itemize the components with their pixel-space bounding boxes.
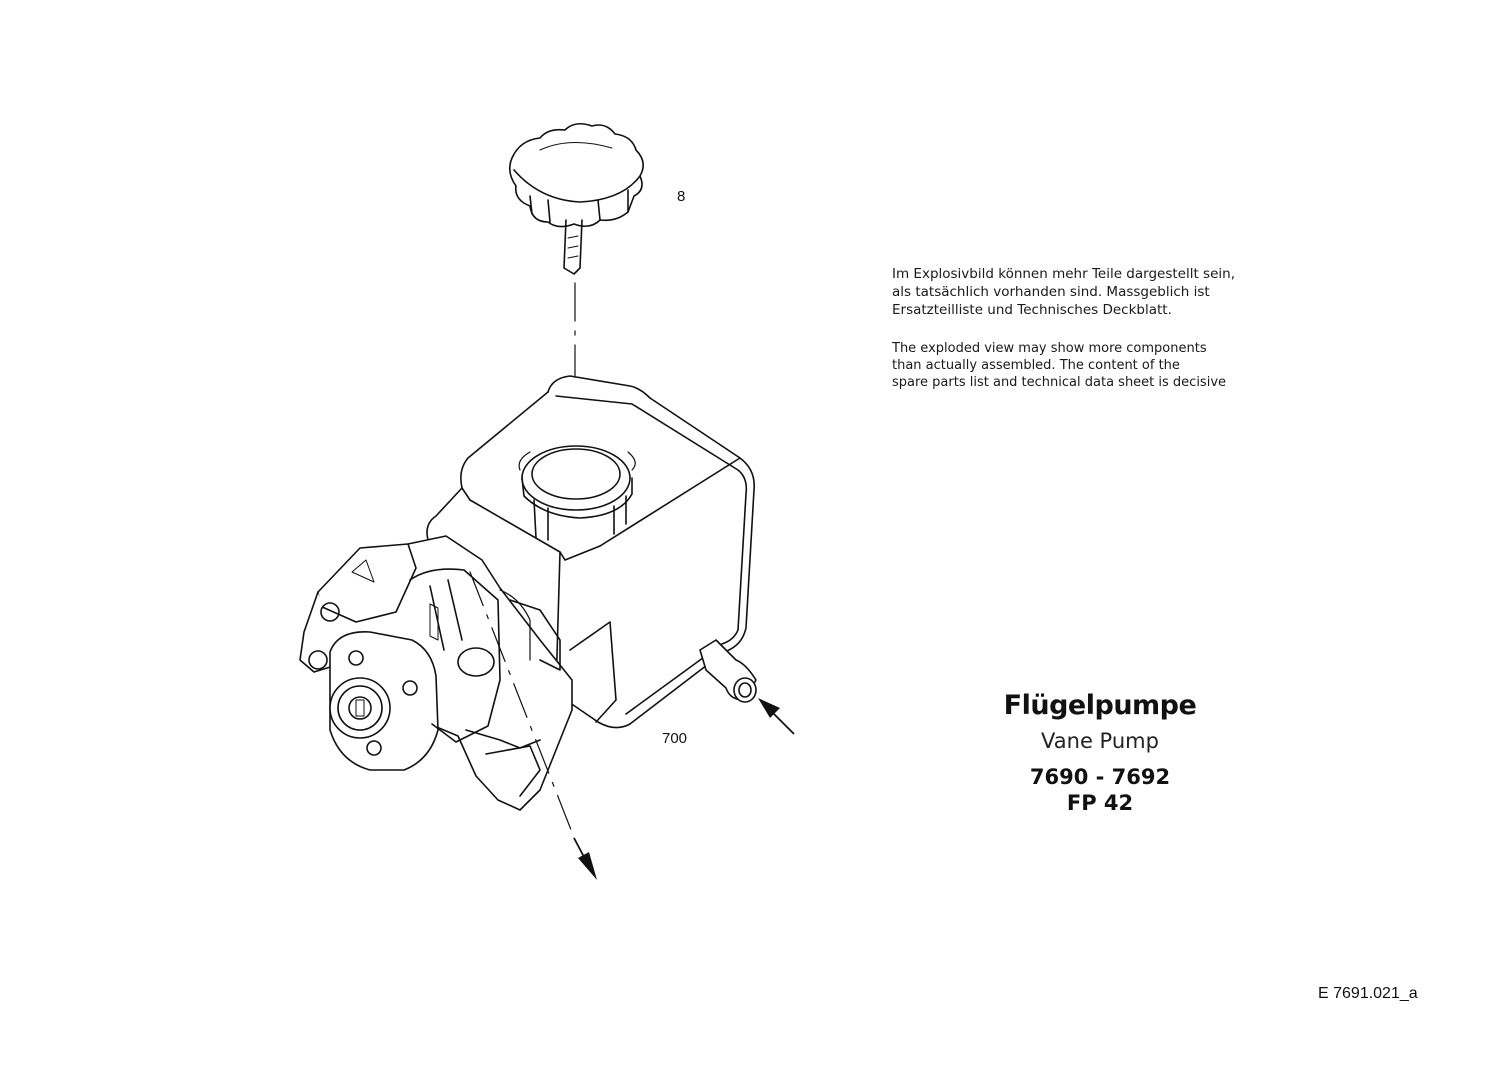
note-de-line: Im Explosivbild können mehr Teile darges… <box>892 266 1235 282</box>
callout-reservoir: 700 <box>662 730 688 747</box>
arrow-icon <box>758 698 795 735</box>
note-en-line: spare parts list and technical data shee… <box>892 375 1227 390</box>
note-de-line: als tatsächlich vorhanden sind. Massgebl… <box>892 284 1210 300</box>
reservoir-body <box>426 375 757 729</box>
note-german: Im Explosivbild können mehr Teile darges… <box>892 265 1312 319</box>
title-main: Flügelpumpe <box>1003 690 1197 721</box>
arrow-icon <box>573 837 597 880</box>
title-block: Flügelpumpe Vane Pump 7690 - 7692 FP 42 <box>960 690 1240 815</box>
callout-cap: 8 <box>677 188 686 205</box>
note-de-line: Ersatzteilliste und Technisches Deckblat… <box>892 302 1172 318</box>
document-reference: E 7691.021_a <box>1318 985 1418 1002</box>
model-designation: FP 42 <box>1066 791 1134 815</box>
note-english: The exploded view may show more componen… <box>892 340 1312 391</box>
part-number-range: 7690 - 7692 <box>1029 765 1171 789</box>
pump-body <box>299 535 573 811</box>
title-sub: Vane Pump <box>1041 729 1159 753</box>
note-en-line: than actually assembled. The content of … <box>892 358 1180 373</box>
outlet-axis <box>469 571 576 841</box>
note-en-line: The exploded view may show more componen… <box>892 341 1207 356</box>
reservoir-cap <box>508 122 644 275</box>
